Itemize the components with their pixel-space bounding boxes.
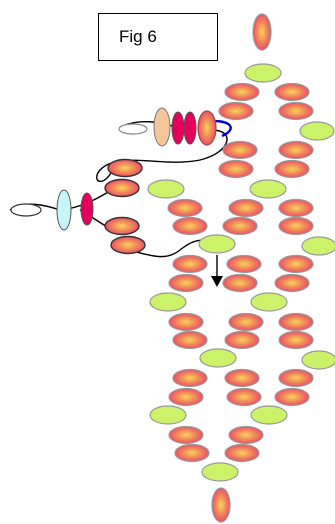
red-bead — [278, 312, 314, 332]
red-bead — [228, 425, 264, 445]
red-bead — [278, 140, 314, 160]
red-bead — [226, 387, 262, 407]
green-bead — [301, 350, 335, 370]
green-bead — [149, 292, 187, 312]
red-bead — [274, 159, 310, 179]
red-bead — [168, 387, 204, 407]
green-bead — [149, 405, 187, 425]
red-bead — [224, 82, 260, 102]
green-bead — [199, 348, 237, 368]
green-bead — [249, 179, 287, 199]
red-bead — [168, 425, 204, 445]
figure-label-box: Fig 6 — [98, 13, 218, 61]
red-bead — [172, 216, 208, 236]
red-bead — [104, 178, 140, 198]
green-bead — [301, 236, 335, 256]
green-bead — [244, 63, 282, 83]
red-bead — [218, 101, 254, 121]
red-bead — [222, 140, 258, 160]
red-bead — [228, 312, 264, 332]
red-bead — [107, 158, 143, 178]
red-bead — [104, 216, 140, 236]
green-bead — [147, 179, 185, 199]
peach-bead — [153, 107, 171, 147]
magenta-bead — [171, 111, 185, 145]
red-bead — [218, 159, 254, 179]
open-loop-bead — [10, 203, 42, 217]
red-beads — [167, 13, 314, 523]
red-bead — [274, 82, 310, 102]
red-bead — [197, 110, 217, 146]
red-bead — [228, 198, 264, 218]
green-beads — [147, 63, 335, 482]
green-bead — [250, 292, 288, 312]
figure-label: Fig 6 — [119, 27, 157, 46]
red-bead — [278, 330, 314, 350]
red-bead — [222, 273, 258, 293]
red-bead — [224, 330, 260, 350]
red-bead — [226, 254, 262, 274]
threads — [9, 121, 228, 278]
red-bead — [224, 443, 260, 463]
red-bead — [110, 235, 146, 255]
red-bead — [274, 273, 310, 293]
thread-upper-loop — [96, 129, 228, 183]
red-bead — [172, 254, 208, 274]
red-bead — [168, 312, 204, 332]
red-bead — [278, 368, 314, 388]
red-bead — [278, 101, 314, 121]
cyan-bead — [56, 189, 72, 231]
red-bead — [252, 13, 272, 51]
green-bead — [299, 121, 335, 141]
red-bead — [172, 330, 208, 350]
red-bead — [278, 198, 314, 218]
red-bead — [274, 387, 310, 407]
green-bead — [201, 462, 239, 482]
red-bead — [224, 368, 260, 388]
open-loop-bead — [118, 123, 148, 135]
red-bead — [174, 443, 210, 463]
red-bead — [278, 254, 314, 274]
magenta-bead — [183, 111, 197, 145]
red-bead — [278, 216, 314, 236]
red-bead — [222, 216, 258, 236]
red-bead — [167, 198, 203, 218]
magenta-bead — [80, 192, 94, 226]
green-bead — [250, 405, 288, 425]
green-bead — [198, 234, 236, 254]
red-bead — [172, 368, 208, 388]
red-bead — [168, 273, 204, 293]
red-bead — [211, 487, 231, 523]
arrow-down-icon — [211, 276, 223, 287]
